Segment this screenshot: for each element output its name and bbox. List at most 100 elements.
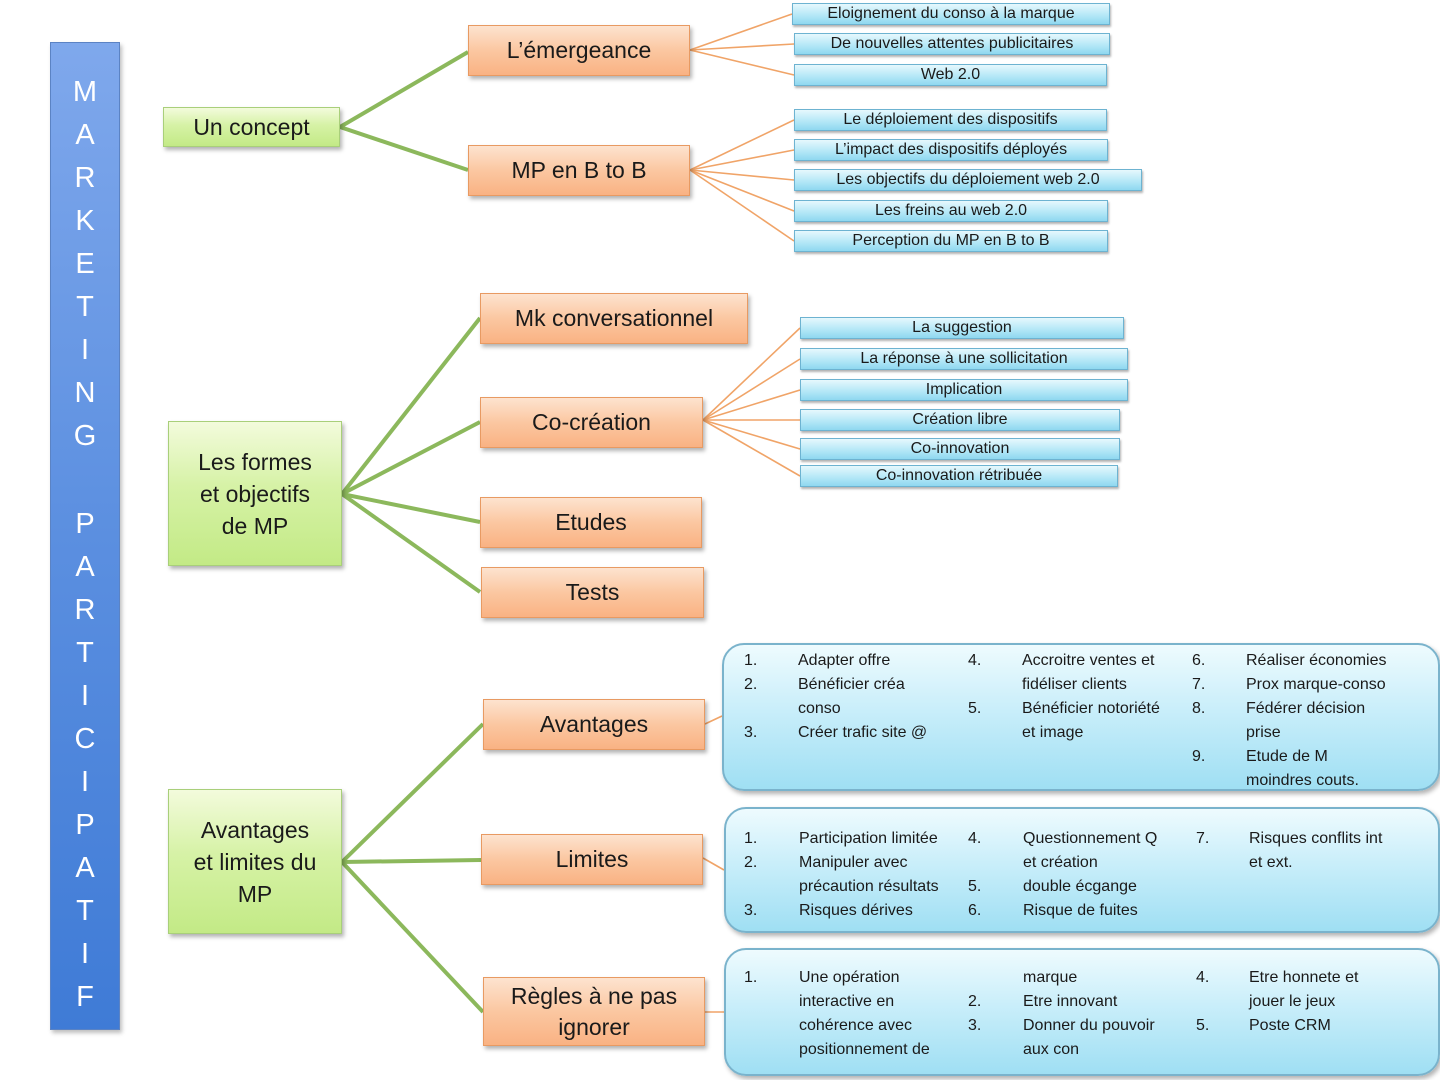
node-label-line: Avantages <box>200 816 310 843</box>
item-text: Donner du pouvoir <box>1023 1017 1155 1034</box>
link-mpb2b-leaf <box>689 169 795 242</box>
item-text: Manipuler avec <box>799 854 908 871</box>
leaf-label: Perception du MP en B to B <box>852 232 1050 249</box>
title-letter: T <box>76 637 94 669</box>
leaf-item[interactable]: Perception du MP en B to B <box>794 230 1108 252</box>
leaf-item[interactable]: Co-innovation <box>800 438 1120 460</box>
leaf-item[interactable]: Les freins au web 2.0 <box>794 200 1108 222</box>
node-label: MP en B to B <box>511 157 647 183</box>
item-text: cohérence avec <box>799 1017 912 1034</box>
leaf-item[interactable]: Implication <box>800 379 1128 401</box>
item-text: Bénéficier notoriété <box>1022 700 1160 717</box>
leaf-item[interactable]: De nouvelles attentes publicitaires <box>794 33 1110 55</box>
item-text: Etre innovant <box>1023 993 1118 1010</box>
node-label: Co-création <box>532 409 651 435</box>
item-text: précaution résultats <box>799 878 939 895</box>
item-text: Bénéficier créa <box>798 676 905 693</box>
title-letter: A <box>75 852 95 884</box>
node-co-creation[interactable]: Co-création <box>480 397 703 448</box>
node-avantages-limites[interactable]: Avantages et limites du MP <box>168 789 342 934</box>
item-text: Une opération <box>799 969 900 986</box>
leaf-item[interactable]: L’impact des dispositifs déployés <box>794 139 1108 161</box>
item-number: 1. <box>744 969 758 986</box>
leaf-label: L’impact des dispositifs déployés <box>834 141 1068 158</box>
item-text: Créer trafic site @ <box>798 724 928 741</box>
node-tests[interactable]: Tests <box>481 567 704 618</box>
link-formes-mk <box>340 316 482 496</box>
item-number: 7. <box>1196 830 1210 847</box>
node-regles[interactable]: Règles à ne pas ignorer <box>483 977 705 1046</box>
node-formes-objectifs[interactable]: Les formes et objectifs de MP <box>168 421 342 566</box>
item-number: 3. <box>744 724 758 741</box>
link-formes-tests <box>340 492 482 594</box>
link-mpb2b-leaf <box>689 169 795 181</box>
node-label-line: Règles à ne pas <box>510 982 678 1009</box>
item-text: et image <box>1022 724 1084 741</box>
node-mk-conversationnel[interactable]: Mk conversationnel <box>480 293 748 344</box>
link-cocreation-leaf <box>702 389 801 421</box>
link-formes-cocreation <box>341 420 481 496</box>
item-text: Adapter offre <box>798 652 891 669</box>
link-emergeance-leaf <box>689 13 793 51</box>
leaf-item[interactable]: Web 2.0 <box>794 64 1107 86</box>
item-text: jouer le jeux <box>1249 993 1336 1010</box>
item-number: 6. <box>968 902 982 919</box>
item-text: double écgange <box>1023 878 1137 895</box>
item-text: Risque de fuites <box>1023 902 1138 919</box>
leaf-item[interactable]: Eloignement du conso à la marque <box>792 3 1110 25</box>
link-mpb2b-leaf <box>689 149 795 171</box>
item-number: 5. <box>968 700 982 717</box>
leaf-item[interactable]: La réponse à une sollicitation <box>800 348 1128 370</box>
node-un-concept[interactable]: Un concept <box>163 107 340 147</box>
title-gap <box>73 458 97 503</box>
link-avlim-regles <box>340 860 485 1014</box>
item-number: 5. <box>968 878 982 895</box>
leaf-item[interactable]: Les objectifs du déploiement web 2.0 <box>794 169 1142 191</box>
node-label-line: de MP <box>221 512 289 539</box>
link-mpb2b-leaf <box>689 169 795 212</box>
leaf-item[interactable]: Co-innovation rétribuée <box>800 465 1118 487</box>
leaf-label: Implication <box>925 381 1003 398</box>
leaf-item[interactable]: Le déploiement des dispositifs <box>794 109 1107 131</box>
item-number: 6. <box>1192 652 1206 669</box>
title-letter: I <box>80 938 90 970</box>
title-letter: R <box>74 594 96 626</box>
item-number: 2. <box>968 993 982 1010</box>
item-text: Fédérer décision <box>1246 700 1366 717</box>
node-etudes[interactable]: Etudes <box>480 497 702 548</box>
node-label: L’émergeance <box>506 37 652 63</box>
leaf-label: Le déploiement des dispositifs <box>843 111 1058 128</box>
item-number: 9. <box>1192 748 1206 765</box>
link-avantages-panel <box>704 715 723 725</box>
title-letter: E <box>75 248 95 280</box>
node-avantages[interactable]: Avantages <box>483 699 705 750</box>
item-text: et création <box>1023 854 1098 871</box>
panel-regles: 1. Une opération interactive en cohérenc… <box>724 948 1440 1076</box>
node-limites[interactable]: Limites <box>481 834 703 885</box>
title-letter: A <box>75 551 95 583</box>
item-text: Réaliser économies <box>1246 652 1387 669</box>
title-letter: P <box>75 508 95 540</box>
item-text: Risques conflits int <box>1249 830 1383 847</box>
leaf-item[interactable]: La suggestion <box>800 317 1124 339</box>
item-text: moindres couts. <box>1246 772 1359 789</box>
title-letter: T <box>76 291 94 323</box>
item-number: 4. <box>968 830 982 847</box>
title-letter: A <box>75 119 95 151</box>
link-concept-mpb2b <box>339 125 469 172</box>
leaf-label: Co-innovation rétribuée <box>875 467 1043 484</box>
node-emergeance[interactable]: L’émergeance <box>468 25 690 76</box>
title-letter: K <box>75 205 95 237</box>
link-cocreation-leaf <box>702 358 801 421</box>
node-mp-b2b[interactable]: MP en B to B <box>468 145 690 196</box>
link-root-concept <box>338 50 470 129</box>
leaf-item[interactable]: Création libre <box>800 409 1120 431</box>
item-text: Prox marque-conso <box>1246 676 1386 693</box>
title-letter: P <box>75 809 95 841</box>
node-label: Limites <box>555 846 629 872</box>
title-letter: T <box>76 895 94 927</box>
link-mpb2b-leaf <box>689 119 795 171</box>
title-letter: G <box>73 420 97 452</box>
